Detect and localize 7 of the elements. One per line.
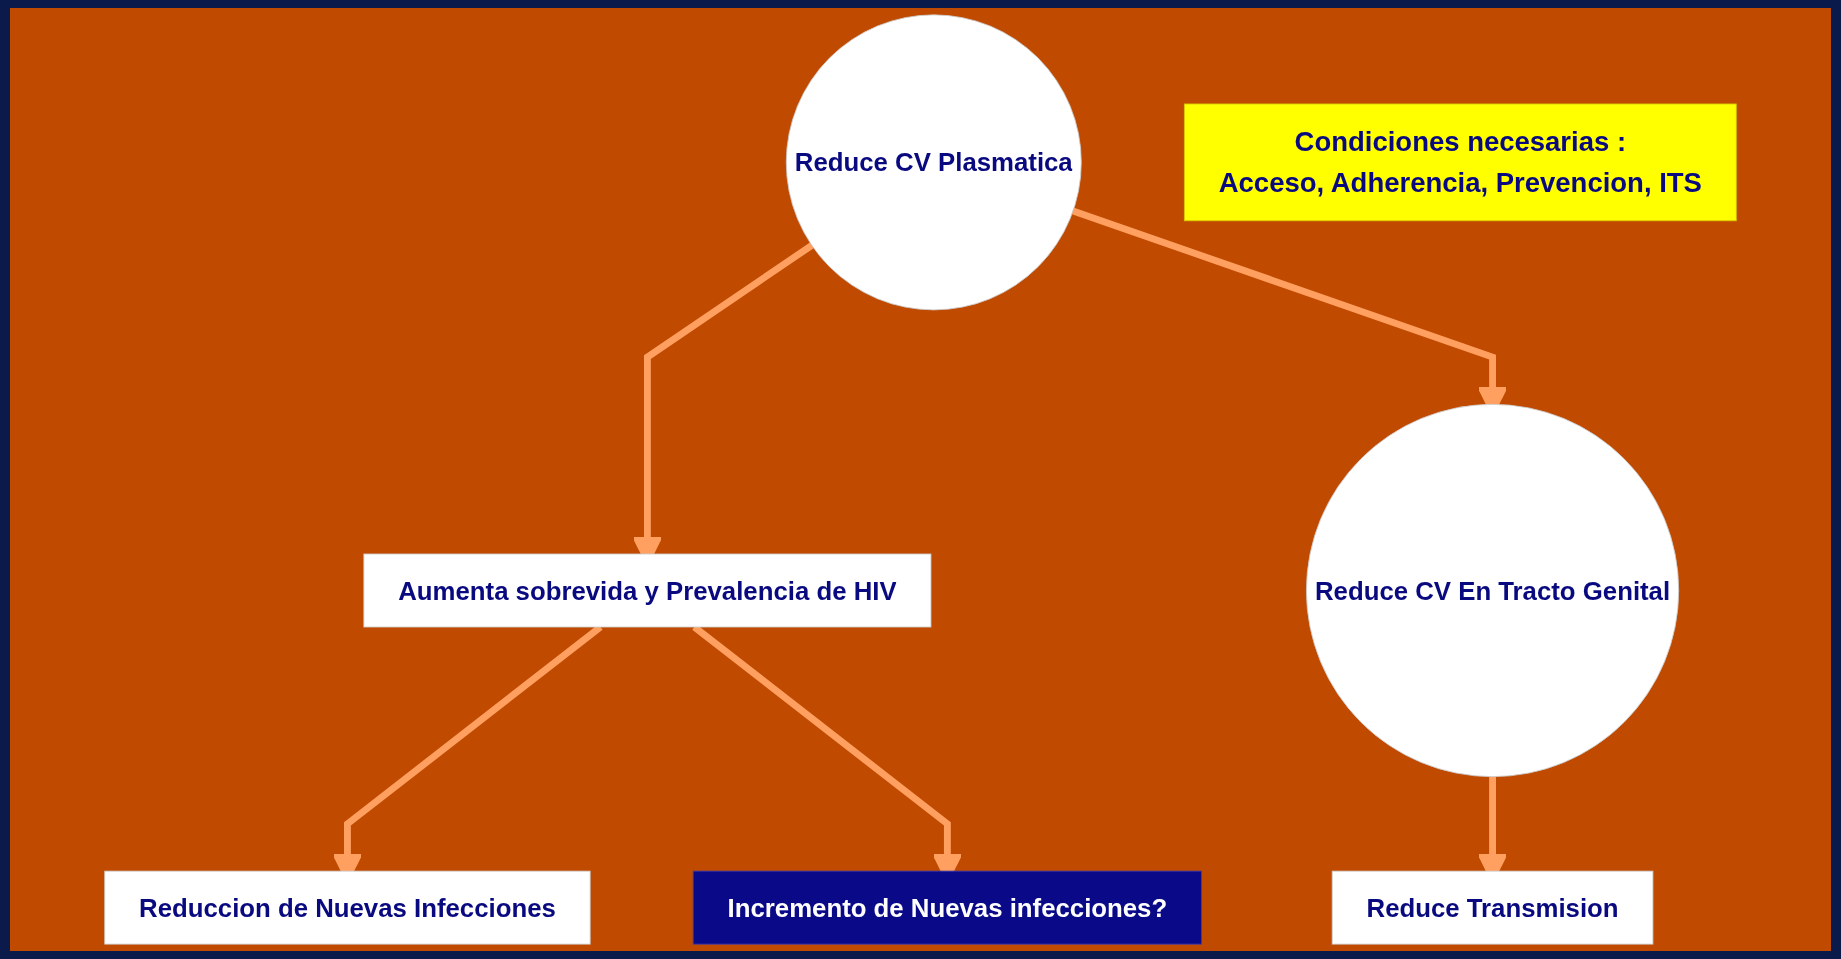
node-box: Reduccion de Nuevas Infecciones xyxy=(104,870,591,945)
node-box: Aumenta sobrevida y Prevalencia de HIV xyxy=(363,553,932,628)
node-box: Condiciones necesarias : Acceso, Adherencia, Prevencion, ITS xyxy=(1183,103,1737,222)
node-box: Reduce Transmision xyxy=(1331,870,1654,945)
node-box: Incremento de Nuevas infecciones? xyxy=(692,870,1202,945)
node-circle: Reduce CV En Tracto Genital xyxy=(1306,403,1680,778)
node-circle: Reduce CV Plasmatica xyxy=(785,14,1082,311)
